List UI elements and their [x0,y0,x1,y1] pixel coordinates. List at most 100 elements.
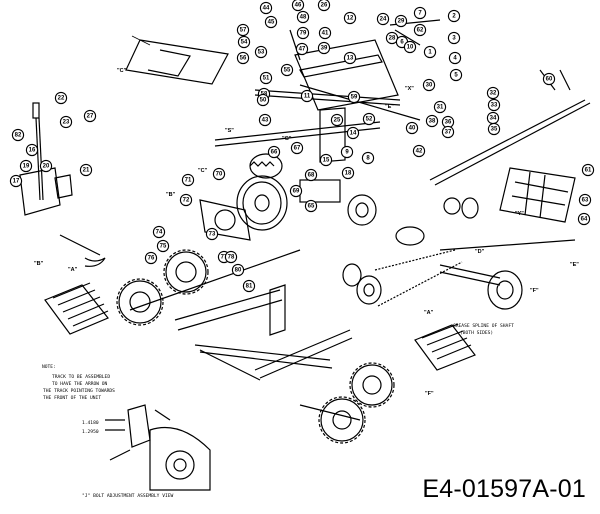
callout-circle [39,159,53,173]
callout-43: 43 [258,113,272,127]
callout-label: 81 [246,283,253,289]
callout-label: 70 [216,171,223,177]
callout-circle [423,45,437,59]
callout-circle [433,100,447,114]
callout-label: 39 [321,45,328,51]
letter-f-2: "F" [425,391,434,397]
callout-label: 10 [407,44,414,50]
callout-23: 23 [59,115,73,129]
letter-y: "Y" [515,211,524,217]
callout-label: 50 [260,97,267,103]
callout-78: 78 [224,250,238,264]
callout-circle [264,15,278,29]
callout-circle [304,199,318,213]
callout-label: 43 [262,117,269,123]
letter-a-1: "A" [68,267,78,273]
callout-label: 12 [347,15,354,21]
callout-66: 66 [267,145,281,159]
detail-caption: "J" BOLT ADJUSTMENT ASSEMBLY VIEW [82,493,174,499]
callout-circle [343,11,357,25]
callout-circle [403,40,417,54]
drive-pulley [236,153,288,231]
callout-circle [300,89,314,103]
callout-67: 67 [290,141,304,155]
callout-label: 38 [429,118,436,124]
callout-label: 64 [581,216,588,222]
spline-note-line-2: (BOTH SIDES) [460,330,493,336]
callout-40: 40 [405,121,419,135]
callout-42: 42 [412,144,426,158]
letter-c-1: "C" [117,68,127,74]
callout-26: 26 [317,0,331,12]
callout-label: 46 [295,2,302,8]
callout-20: 20 [39,159,53,173]
callout-64: 64 [577,212,591,226]
callout-label: 40 [409,125,416,131]
callout-44: 44 [259,1,273,15]
callout-72: 72 [179,193,193,207]
callout-label: 77 [221,254,228,260]
callout-circle [54,91,68,105]
callout-circle [330,113,344,127]
callout-76: 76 [144,251,158,265]
callout-65: 65 [304,199,318,213]
callout-label: 57 [240,27,247,33]
spline-note-line-1: GREASE SPLINE OF SHAFT [453,323,514,329]
callout-38: 38 [425,114,439,128]
callout-circle [289,184,303,198]
callout-14: 14 [346,126,360,140]
callout-label: 7 [418,10,422,16]
callout-circle [340,145,354,159]
callout-label: 82 [15,132,22,138]
callout-circle [231,263,245,277]
callout-59: 59 [347,90,361,104]
callout-label: 26 [321,2,328,8]
callout-label: 72 [183,197,190,203]
callout-label: 48 [300,14,307,20]
letter-b-1: "B" [166,192,176,198]
callout-circle [448,51,462,65]
callout-label: 37 [445,129,452,135]
callout-label: 78 [228,254,235,260]
callout-label: 69 [293,188,300,194]
callout-label: 3 [452,35,456,41]
callout-32: 32 [486,86,500,100]
callout-label: 66 [271,149,278,155]
letter-g: "G" [282,136,292,142]
callout-circle [317,41,331,55]
track-cleats-left [44,282,109,335]
callout-circle [224,250,238,264]
callout-label: 15 [323,157,330,163]
callout-circle [205,227,219,241]
callout-circle [486,86,500,100]
callout-36: 36 [441,115,455,129]
detail-dim-1: 1.4180 [82,420,99,426]
callout-70: 70 [212,167,226,181]
callout-24: 24 [376,12,390,26]
callout-circle [280,63,294,77]
letter-d: "D" [475,249,485,255]
letter-c-2: "C" [198,168,208,174]
callout-label: 17 [13,178,20,184]
callout-circle [254,45,268,59]
callout-label: 42 [416,148,423,154]
callout-label: 33 [491,102,498,108]
callout-circle [152,225,166,239]
callout-19: 19 [19,159,33,173]
callout-18: 18 [341,166,355,180]
callout-label: 2 [452,13,456,19]
callout-circle [212,167,226,181]
note-line-2: TO HAVE THE ARROW ON [52,381,108,387]
callout-label: 47 [299,46,306,52]
callout-30: 30 [422,78,436,92]
callout-46: 46 [291,0,305,12]
callout-label: 36 [445,119,452,125]
detail-labels: 1.4180 1.2950 "J" BOLT ADJUSTMENT ASSEMB… [82,420,174,499]
callout-circle [291,0,305,12]
callout-13: 13 [343,51,357,65]
callout-label: 34 [490,115,497,121]
callout-label: 30 [426,82,433,88]
callout-71: 71 [181,173,195,187]
detail-dim-2: 1.2950 [82,429,99,435]
